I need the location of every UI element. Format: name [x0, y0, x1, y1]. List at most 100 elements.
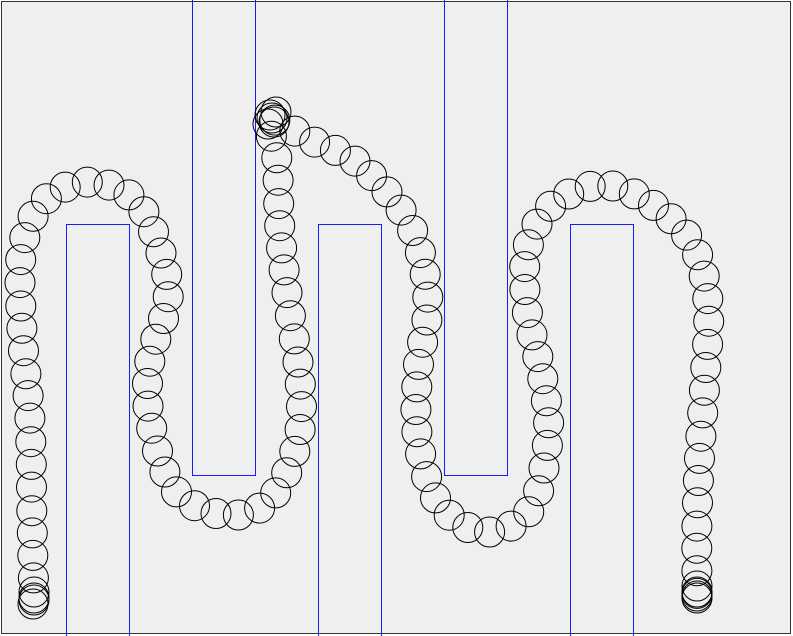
path-circle — [319, 134, 351, 166]
path-circle — [299, 126, 331, 158]
path-circle — [411, 304, 443, 336]
path-circle — [148, 303, 179, 334]
path-circle — [30, 183, 62, 215]
path-circle — [15, 448, 47, 480]
path-circle — [671, 219, 703, 251]
path-circle — [523, 475, 555, 507]
path-circle — [128, 196, 160, 228]
wall-bottom-middle — [318, 224, 382, 636]
path-circle — [452, 512, 484, 543]
path-circle — [16, 471, 47, 503]
path-circle — [179, 490, 210, 522]
path-circle — [259, 104, 291, 136]
wall-bottom-right — [570, 224, 634, 636]
start-cluster-circle — [260, 96, 292, 128]
path-circle — [161, 476, 192, 508]
path-circle — [409, 258, 441, 290]
path-circle — [262, 164, 294, 196]
path-circle — [516, 319, 548, 351]
start-cluster-circle — [256, 102, 288, 134]
path-circle — [222, 499, 254, 531]
path-circle — [274, 300, 306, 332]
path-circle — [553, 178, 585, 210]
path-circle — [401, 416, 433, 448]
path-circle — [142, 435, 173, 467]
path-circle — [433, 499, 465, 531]
path-circle — [535, 190, 567, 222]
path-circle — [411, 461, 443, 493]
path-circle — [692, 283, 724, 315]
path-circle — [521, 208, 553, 240]
path-circle — [16, 495, 48, 527]
path-circle — [17, 562, 49, 594]
path-circle — [264, 210, 296, 242]
path-circle — [9, 222, 41, 254]
path-circle — [15, 426, 47, 458]
start-cluster-circle — [258, 106, 290, 138]
path-circle — [93, 169, 125, 201]
path-circle — [400, 394, 432, 425]
path-circle-group — [4, 96, 725, 620]
path-circle — [681, 510, 713, 542]
path-circle — [134, 345, 166, 377]
wall-top-right — [444, 0, 508, 476]
path-circle — [405, 438, 437, 470]
path-circle — [132, 390, 164, 422]
path-circle — [260, 477, 292, 509]
path-circle — [693, 305, 725, 337]
path-circle — [527, 363, 559, 395]
path-circle — [17, 200, 49, 232]
path-circle — [145, 237, 177, 269]
path-circle — [263, 188, 295, 220]
path-circle — [279, 435, 311, 467]
path-circle — [574, 170, 606, 202]
path-circle — [284, 368, 316, 400]
path-circle — [474, 516, 506, 548]
path-circle — [138, 216, 169, 248]
path-circle — [682, 239, 714, 271]
path-circle — [49, 171, 81, 203]
path-circle — [533, 407, 565, 439]
path-circle — [151, 258, 183, 290]
path-circle — [688, 260, 720, 292]
path-circle — [597, 170, 629, 202]
path-circle — [401, 371, 433, 403]
path-circle — [688, 374, 720, 406]
path-circle — [681, 555, 713, 587]
path-circle — [16, 517, 48, 549]
path-circle — [404, 237, 436, 269]
path-circle — [528, 452, 560, 484]
endpoint-circle-left — [17, 588, 49, 620]
path-circle — [511, 297, 543, 329]
path-circle — [531, 429, 563, 461]
path-circle — [638, 189, 669, 221]
path-circle — [397, 215, 429, 246]
path-circle — [512, 229, 544, 261]
path-circle — [687, 397, 719, 429]
path-circle — [200, 498, 232, 529]
endpoint-circle-left — [18, 576, 50, 608]
endpoint-circle-right — [681, 582, 713, 614]
path-circle — [266, 232, 298, 264]
path-circle — [278, 323, 310, 355]
path-circle — [282, 346, 314, 378]
path-circle — [385, 194, 417, 226]
path-circle — [509, 251, 541, 283]
path-circle — [140, 323, 172, 355]
path-circle — [14, 402, 46, 434]
path-circle — [17, 539, 49, 571]
path-circle — [149, 456, 181, 488]
path-circle — [8, 335, 39, 367]
path-circle — [12, 380, 44, 412]
path-circle — [690, 352, 722, 383]
path-circle — [10, 358, 42, 390]
path-circle — [132, 368, 163, 399]
path-circle — [684, 442, 715, 474]
path-circle — [271, 277, 303, 309]
path-circle — [403, 348, 434, 380]
path-circle — [5, 290, 37, 322]
path-circle — [412, 281, 444, 313]
path-circle — [136, 412, 168, 444]
